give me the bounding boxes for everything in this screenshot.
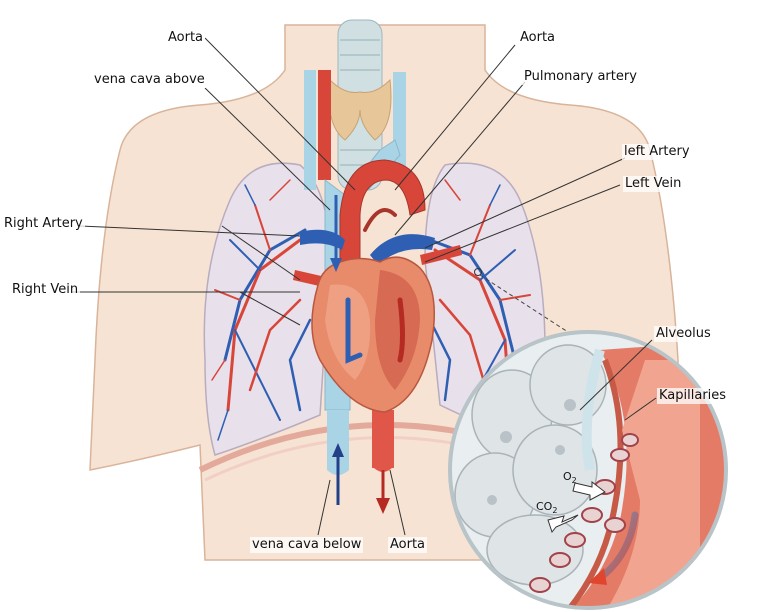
label-right-artery: Right Artery: [2, 216, 85, 232]
oxygen-symbol: O: [563, 470, 572, 483]
oxygen-subscript: 2: [572, 476, 577, 485]
label-carbon-dioxide: CO2: [536, 500, 557, 515]
label-aorta-top-right: Aorta: [518, 30, 557, 46]
label-right-vein: Right Vein: [10, 282, 80, 298]
label-vena-cava-below: vena cava below: [250, 537, 363, 553]
carbon-dioxide-subscript: 2: [552, 506, 557, 515]
label-aorta-top-left: Aorta: [166, 30, 205, 46]
heart-red-flow-arrow: [400, 300, 403, 360]
label-aorta-bottom: Aorta: [388, 537, 427, 553]
label-left-artery: left Artery: [622, 144, 692, 160]
label-pulmonary-artery: Pulmonary artery: [522, 69, 639, 85]
right-jugular: [304, 70, 316, 190]
descending-aorta: [372, 410, 394, 468]
label-alveolus: Alveolus: [654, 326, 713, 342]
label-kapillaries: Kapillaries: [657, 388, 728, 404]
carbon-dioxide-symbol: CO: [536, 500, 552, 513]
label-left-vein: Left Vein: [623, 176, 683, 192]
label-oxygen: O2: [563, 470, 577, 485]
label-vena-cava-above: vena cava above: [92, 72, 207, 88]
